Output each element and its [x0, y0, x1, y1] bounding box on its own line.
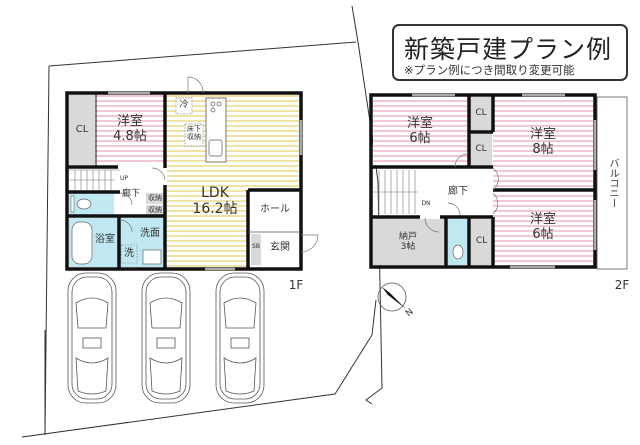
storage-room-label: 納戸 3帖	[385, 232, 431, 253]
washer-label: 洗	[124, 248, 134, 259]
room-size: 6帖	[409, 130, 431, 146]
floor1-plan	[65, 76, 319, 271]
hall-label: ホール	[260, 204, 290, 215]
washroom-label: 洗面	[140, 228, 160, 239]
closet-label: CL	[75, 124, 89, 135]
entrance-label: 玄関	[270, 242, 290, 253]
room-label-western-1f: 洋室 4.8帖	[100, 114, 160, 145]
floor2-label: 2F	[614, 278, 630, 292]
room-name: 洋室	[116, 114, 143, 129]
storage-label-2: 収納	[148, 206, 162, 214]
room-label-ldk: LDK 16.2帖	[180, 185, 250, 217]
bath-label: 浴室	[95, 234, 115, 245]
closet-label-c: CL	[475, 236, 488, 246]
room-name: 洋室	[406, 116, 433, 131]
room-name: 納戸	[398, 232, 417, 242]
down-label: DN	[421, 200, 431, 207]
room-size: 6帖	[532, 226, 554, 242]
room-size: 3帖	[400, 242, 416, 253]
corridor-label-1f: 廊下	[121, 189, 140, 199]
title-box: 新築戸建プラン例 ※プラン例につき間取り変更可能	[392, 24, 628, 81]
room-size: 4.8帖	[113, 128, 147, 144]
room-size: 16.2帖	[192, 201, 238, 218]
compass-icon	[377, 282, 407, 312]
balcony-label: バルコニー	[607, 158, 618, 208]
floor2-plan	[369, 93, 628, 270]
floor1-label: 1F	[288, 278, 304, 292]
closet-label-a: CL	[475, 108, 487, 118]
room-label-western-2f-se: 洋室 6帖	[518, 212, 568, 243]
parking-cars	[67, 272, 265, 404]
room-name: 洋室	[529, 127, 556, 142]
room-label-western-2f-ne: 洋室 8帖	[518, 127, 568, 158]
title-main: 新築戸建プラン例	[404, 35, 613, 64]
closet-label-b: CL	[475, 144, 487, 154]
underfloor-storage-label: 床下 収納	[187, 125, 201, 142]
title-note: ※プラン例につき間取り変更可能	[404, 63, 575, 77]
up-label: UP	[119, 175, 128, 182]
site-boundary	[21, 5, 383, 438]
room-label-western-2f-nw: 洋室 6帖	[395, 116, 445, 147]
room-name: 洋室	[529, 212, 556, 227]
shoebox-label: SB	[252, 243, 260, 250]
room-name: LDK	[201, 185, 229, 201]
storage-label-1: 収納	[148, 194, 162, 202]
room-size: 8帖	[532, 141, 554, 157]
corridor-label-2f: 廊下	[448, 186, 468, 197]
fridge-label: 冷	[179, 100, 189, 110]
